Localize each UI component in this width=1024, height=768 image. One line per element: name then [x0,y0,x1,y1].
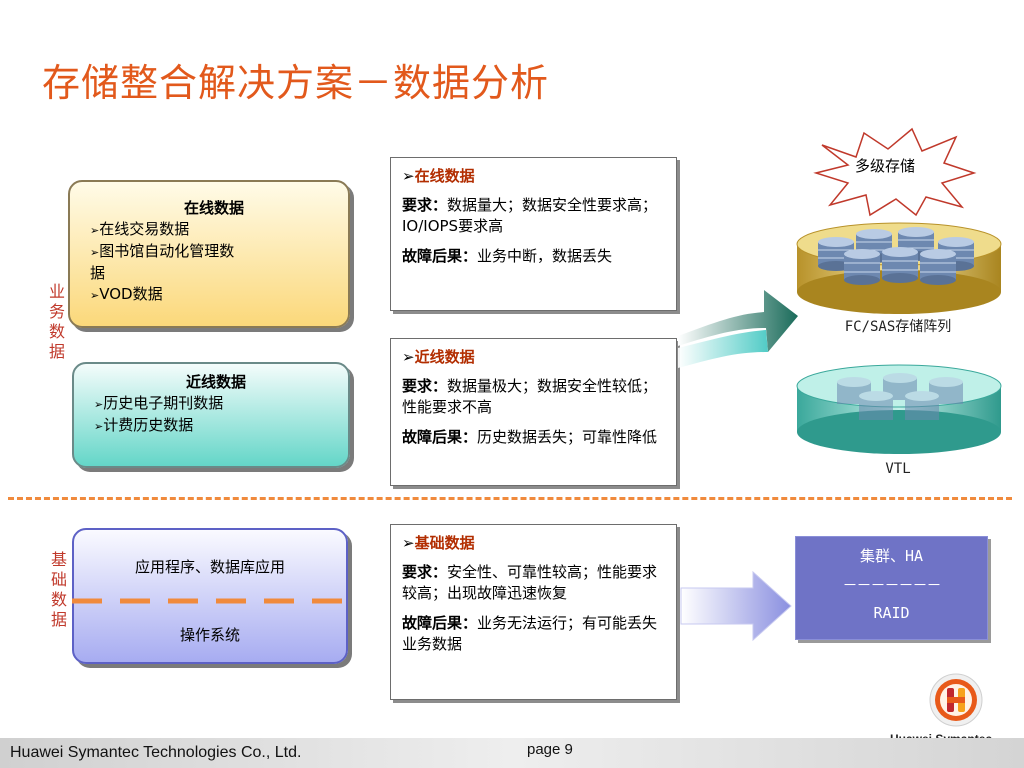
requirement-label: 要求： [402,196,448,214]
storage-array-label: FC/SAS存储阵列 [844,319,952,335]
storage-array-icon [796,222,1002,314]
app-layer-label: 应用程序、数据库应用 [134,558,285,576]
list-item: ➢计费历史数据 [94,416,194,434]
panel-heading: 基础数据 [414,534,475,552]
label-char: 数 [48,322,65,341]
label-char: 基 [50,550,67,569]
starburst-icon [813,127,977,217]
layer-divider-dashes [72,598,354,604]
online-data-box: 在线数据 ➢在线交易数据 ➢图书馆自动化管理数 据 ➢VOD数据 [68,180,350,328]
huawei-symantec-logo-icon [929,673,983,727]
requirement-text: 数据量极大；数据安全性较低；性能要求不高 [402,377,658,416]
os-layer-label: 操作系统 [179,626,240,644]
label-char: 础 [50,570,67,589]
panel-heading: 近线数据 [414,348,475,366]
ha-arrow-icon [680,570,792,642]
cluster-raid-box: 集群、HA －－－－－－－ RAID [795,536,988,640]
list-item: ➢在线交易数据 [90,220,190,238]
list-item: ➢VOD数据 [90,285,163,303]
vtl-icon [796,364,1002,454]
label-char: 据 [50,610,67,629]
multi-tier-storage-label: 多级存储 [855,157,916,175]
storage-arrow-icon [678,290,798,368]
list-item: ➢图书馆自动化管理数 [90,242,235,260]
failure-label: 故障后果： [402,428,478,446]
list-item: 据 [90,264,106,282]
box-separator: －－－－－－－ [842,576,941,594]
basic-data-label: 基 础 数 据 [48,550,70,630]
requirement-text: 数据量大；数据安全性要求高；IO/IOPS要求高 [402,196,658,235]
online-data-heading: 在线数据 [183,199,244,217]
failure-label: 故障后果： [402,614,478,632]
failure-text: 历史数据丢失；可靠性降低 [477,428,658,446]
section-divider [8,497,1012,500]
basic-data-box: 应用程序、数据库应用 操作系统 [72,528,348,664]
footer-company: Huawei Symantec Technologies Co., Ltd. [10,744,302,761]
footer-bar [0,738,1024,768]
requirement-text: 安全性、可靠性较高；性能要求较高；出现故障迅速恢复 [402,563,658,602]
nearline-data-box: 近线数据 ➢历史电子期刊数据 ➢计费历史数据 [72,362,350,468]
online-data-panel: ➢在线数据 要求：数据量大；数据安全性要求高；IO/IOPS要求高 故障后果：业… [390,157,677,311]
raid-label: RAID [873,604,910,622]
list-item: ➢历史电子期刊数据 [94,394,224,412]
basic-data-panel: ➢基础数据 要求：安全性、可靠性较高；性能要求较高；出现故障迅速恢复 故障后果：… [390,524,677,700]
failure-label: 故障后果： [402,247,478,265]
requirement-label: 要求： [402,563,448,581]
failure-text: 业务无法运行；有可能丢失业务数据 [402,614,658,653]
label-char: 业 [48,282,65,301]
cluster-ha-label: 集群、HA [859,547,924,565]
panel-heading: 在线数据 [414,167,475,185]
page-number: page 9 [527,741,573,758]
requirement-label: 要求： [402,377,448,395]
business-data-label: 业 务 数 据 [46,282,68,362]
vtl-label: VTL [885,461,911,477]
label-char: 据 [48,342,65,361]
nearline-data-panel: ➢近线数据 要求：数据量极大；数据安全性较低；性能要求不高 故障后果：历史数据丢… [390,338,677,486]
failure-text: 业务中断，数据丢失 [477,247,613,265]
slide-title: 存储整合解决方案－数据分析 [42,61,550,105]
label-char: 务 [48,302,65,321]
label-char: 数 [50,590,67,609]
nearline-data-heading: 近线数据 [185,373,246,391]
